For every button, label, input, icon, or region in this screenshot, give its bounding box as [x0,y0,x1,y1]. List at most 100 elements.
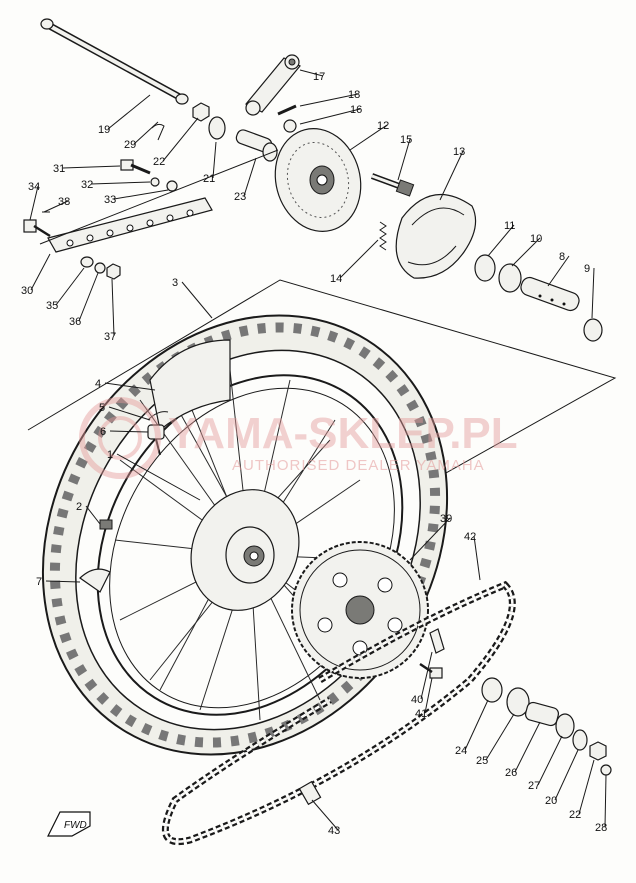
leader-line-20 [554,749,579,801]
leader-line-2 [85,505,101,525]
callout-1: 1 [107,449,113,461]
leader-line-11 [487,224,515,257]
callout-27: 27 [528,780,540,792]
washer-20 [572,729,588,751]
wheel-hub [190,489,300,611]
callout-21: 21 [203,173,215,185]
washer-35 [80,256,94,268]
oil-seal [498,263,522,293]
leader-line-8 [547,255,570,287]
callout-15: 15 [400,134,412,146]
leader-line-10 [511,237,541,267]
leader-line-22b [578,759,595,815]
spoke-nipple [99,519,113,530]
callout-4: 4 [95,378,101,390]
washer-32 [150,177,160,187]
leader-line-1 [116,453,201,501]
brake-torque-rod [245,54,301,116]
watermark-main: YAMA-SKLEP.PL [168,409,518,458]
leader-line-5 [108,406,151,421]
leader-line-15 [397,138,411,181]
washer-36 [94,262,106,274]
rim-lock [79,568,111,593]
cotter-pin [151,123,165,141]
leader-line-24 [464,699,489,751]
inner-tube [149,339,231,432]
leader-line-17 [299,69,324,77]
leader-line-30 [30,253,51,291]
callout-6: 6 [100,426,106,438]
lock-washer [429,628,445,654]
leader-line-34 [29,185,39,221]
leader-line-22a [162,117,199,162]
leader-line-35 [55,267,85,306]
leader-line-33 [113,189,169,200]
rear-sprocket [291,541,429,679]
callout-12: 12 [377,120,389,132]
leader-line-13 [439,150,464,201]
leader-line-38 [43,200,69,213]
bearing-25 [506,687,530,717]
fwd-arrow-icon: FWD [47,811,91,837]
callout-30: 30 [21,285,33,297]
chain-puller-plate [208,116,226,140]
axle-nut-right [583,318,603,342]
callout-43: 43 [328,825,340,837]
callout-5: 5 [99,402,105,414]
callout-31: 31 [53,163,65,175]
chain-joint [298,780,322,806]
brake-camshaft [370,173,415,197]
leader-line-37 [111,278,115,337]
callout-13: 13 [453,146,465,158]
leader-line-26 [514,721,541,773]
callout-9: 9 [584,263,590,275]
sprocket-bolt [419,662,443,679]
callout-38: 38 [58,196,70,208]
callout-39: 39 [440,513,452,525]
callout-8: 8 [559,251,565,263]
callout-25: 25 [476,755,488,767]
bearing-24 [481,677,503,703]
leader-line-42 [473,535,481,581]
callout-33: 33 [104,194,116,206]
leader-line-7 [45,580,81,583]
callout-29: 29 [124,139,136,151]
leader-line-39 [409,517,451,561]
leader-line-32 [90,181,151,185]
leader-line-23 [243,157,257,197]
leader-line-29 [133,121,159,145]
leader-line-27 [537,735,563,786]
collar-26 [524,701,560,727]
watermark: YAMA-SKLEP.PL AUTHORISED DEALER YAMAHA [79,397,518,479]
leader-line-19 [107,94,151,130]
leader-line-36 [78,272,99,322]
callout-28: 28 [595,822,607,834]
callout-7: 7 [36,576,42,588]
leader-line-16 [299,108,361,125]
callout-32: 32 [81,179,93,191]
callout-37: 37 [104,331,116,343]
leader-line-4 [104,382,156,391]
callout-22a: 22 [153,156,165,168]
callout-22b: 22 [569,809,581,821]
leader-line-12 [349,124,388,151]
shoe-spring [379,221,387,251]
leader-line-3 [181,281,213,319]
hub-spacer [520,276,580,312]
leader-line-28 [604,774,607,828]
chain-puller-bolt [120,159,151,175]
callout-35: 35 [46,300,58,312]
hub-bearing [474,254,496,282]
axle-nut-upper [192,102,210,122]
leader-line-6 [109,430,149,433]
callout-19: 19 [98,124,110,136]
callout-24: 24 [455,745,467,757]
fwd-label: FWD [64,820,87,831]
callout-23: 23 [234,191,246,203]
callout-labels: 1234567891011121314151617181920212222232… [21,69,607,837]
callout-40: 40 [411,694,423,706]
nut-37 [106,263,121,280]
rim-band [147,411,169,421]
brake-shoes [395,193,477,279]
callout-2: 2 [76,501,82,513]
